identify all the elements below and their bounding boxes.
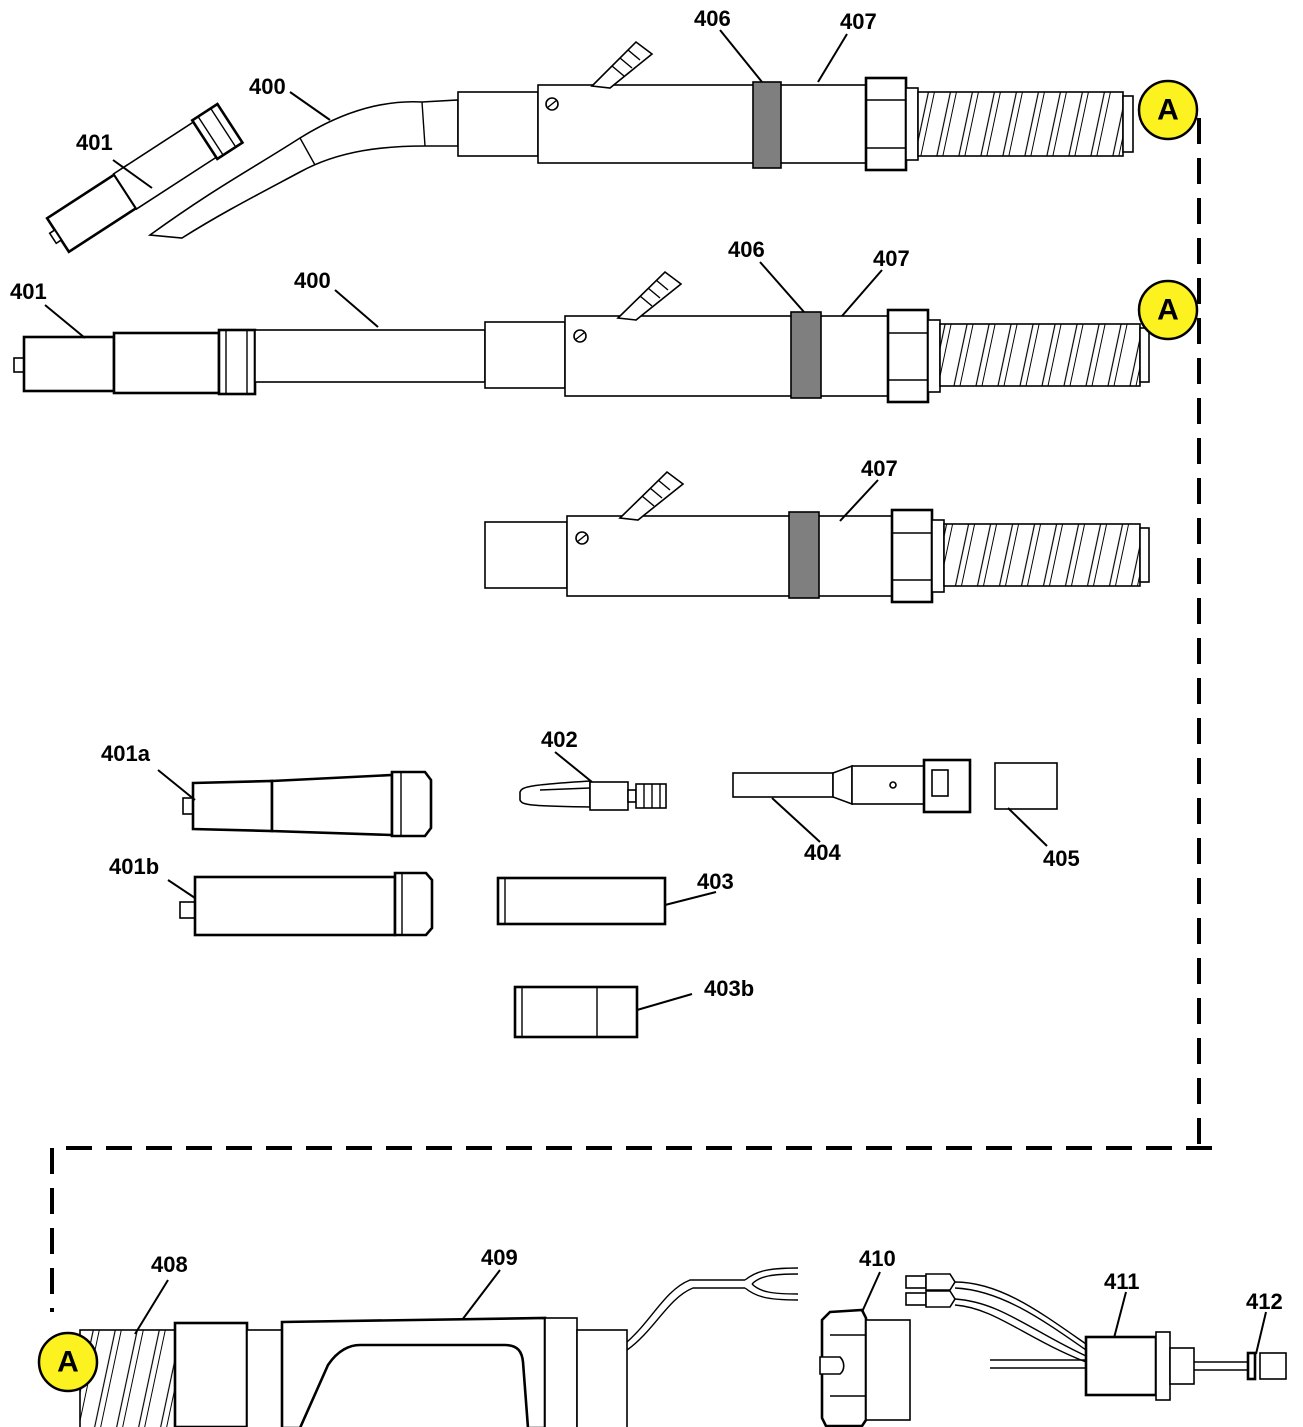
label-410: 410 <box>859 1246 896 1271</box>
label-405: 405 <box>1043 846 1080 871</box>
connector-marker-a-2: A <box>1137 279 1199 341</box>
part-405-drawing <box>994 762 1058 810</box>
part-401b-drawing <box>179 871 434 937</box>
label-406-assembly-2: 406 <box>728 237 765 262</box>
part-402-drawing <box>519 780 667 811</box>
part-403b-drawing <box>513 985 639 1039</box>
label-406-assembly-1: 406 <box>694 6 731 31</box>
label-401a: 401a <box>101 741 151 766</box>
connector-marker-a-3: A <box>37 1331 99 1393</box>
label-400-assembly-1: 400 <box>249 74 286 99</box>
marker-label: A <box>1157 94 1179 127</box>
part-409-handle <box>173 1267 799 1427</box>
label-403b: 403b <box>704 976 754 1001</box>
part-410-nut <box>819 1308 911 1427</box>
label-404: 404 <box>804 840 841 865</box>
marker-label: A <box>1157 294 1179 327</box>
part-404-drawing <box>732 758 972 814</box>
label-403: 403 <box>697 869 734 894</box>
callout-labels: 401 400 406 407 401 400 406 407 407 401a… <box>10 6 1283 1314</box>
label-407-assembly-2: 407 <box>873 246 910 271</box>
label-407-assembly-1: 407 <box>840 9 877 34</box>
label-401b: 401b <box>109 854 159 879</box>
torch-assembly-curved <box>45 40 1134 254</box>
label-408: 408 <box>151 1252 188 1277</box>
label-402: 402 <box>541 727 578 752</box>
part-412-cap <box>1246 1351 1287 1381</box>
torch-assembly-straight <box>13 270 1150 404</box>
connector-marker-a-1: A <box>1137 79 1199 141</box>
label-411: 411 <box>1104 1269 1140 1294</box>
part-408-conduit <box>79 1329 176 1427</box>
marker-label: A <box>57 1346 79 1379</box>
label-401-assembly-1: 401 <box>76 130 113 155</box>
torch-handle-only <box>484 470 1150 604</box>
connector-path <box>50 118 1212 1312</box>
leader-lines <box>44 29 1267 1355</box>
label-412: 412 <box>1246 1289 1283 1314</box>
label-409: 409 <box>481 1245 518 1270</box>
part-411-switch <box>905 1273 1248 1401</box>
label-400-assembly-2: 400 <box>294 268 331 293</box>
label-401-assembly-2: 401 <box>10 279 47 304</box>
label-407-assembly-3: 407 <box>861 456 898 481</box>
part-401a-drawing <box>182 770 433 838</box>
part-403-drawing <box>496 876 667 926</box>
nozzle-401-curved <box>45 102 245 254</box>
